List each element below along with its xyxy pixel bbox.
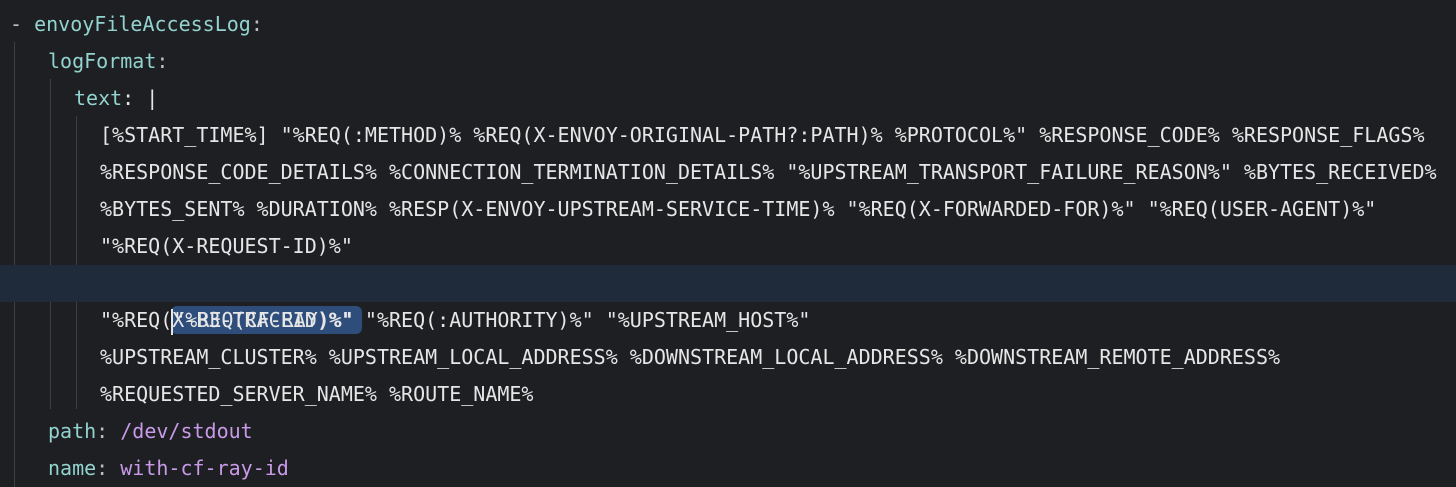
format-text-6: "%REQ(X-B3-TRACEID)%" "%REQ(:AUTHORITY)%… bbox=[100, 308, 811, 332]
indent-guide-level-3 bbox=[76, 116, 77, 409]
code-line-path[interactable]: path: /dev/stdout bbox=[0, 413, 1456, 450]
format-text-7: %UPSTREAM_CLUSTER% %UPSTREAM_LOCAL_ADDRE… bbox=[100, 345, 1281, 369]
key-text: text bbox=[74, 86, 123, 110]
colon: : bbox=[250, 12, 263, 36]
code-line-format-6[interactable]: "%REQ(X-B3-TRACEID)%" "%REQ(:AUTHORITY)%… bbox=[0, 302, 1456, 339]
list-dash: - bbox=[10, 12, 35, 36]
indent-guide-level-1 bbox=[14, 42, 15, 487]
code-line-format-1[interactable]: [%START_TIME%] "%REQ(:METHOD)% %REQ(X-EN… bbox=[0, 117, 1456, 154]
code-line-format-4[interactable]: "%REQ(X-REQUEST-ID)%" bbox=[0, 228, 1456, 265]
selected-text[interactable]: "%REQ(CF-RAY)%" bbox=[171, 306, 362, 335]
selected-text-content: "%REQ(CF-RAY)%" bbox=[173, 308, 354, 332]
code-line-format-8[interactable]: %REQUESTED_SERVER_NAME% %ROUTE_NAME% bbox=[0, 376, 1456, 413]
format-text-8: %REQUESTED_SERVER_NAME% %ROUTE_NAME% bbox=[100, 382, 534, 406]
key-path: path bbox=[48, 419, 97, 443]
code-line-format-3[interactable]: %BYTES_SENT% %DURATION% %RESP(X-ENVOY-UP… bbox=[0, 191, 1456, 228]
code-line-current[interactable]: "%REQ(CF-RAY)%" bbox=[0, 265, 1456, 335]
code-line-name[interactable]: name: with-cf-ray-id bbox=[0, 450, 1456, 487]
code-line-format-2[interactable]: %RESPONSE_CODE_DETAILS% %CONNECTION_TERM… bbox=[0, 154, 1456, 191]
name-value: with-cf-ray-id bbox=[120, 456, 289, 480]
colon: : bbox=[156, 49, 169, 73]
code-line-envoy-file-access-log[interactable]: - envoyFileAccessLog: bbox=[0, 6, 1456, 43]
format-text-4: "%REQ(X-REQUEST-ID)%" bbox=[100, 234, 353, 258]
key-envoy-file-access-log: envoyFileAccessLog bbox=[34, 12, 251, 36]
path-value: /dev/stdout bbox=[120, 419, 253, 443]
indent-guide-level-2 bbox=[50, 79, 51, 409]
format-text-1: [%START_TIME%] "%REQ(:METHOD)% %REQ(X-EN… bbox=[100, 123, 1425, 147]
format-text-2: %RESPONSE_CODE_DETAILS% %CONNECTION_TERM… bbox=[100, 160, 1437, 184]
colon: : bbox=[96, 456, 109, 480]
code-line-text[interactable]: text: | bbox=[0, 80, 1456, 117]
key-name: name bbox=[48, 456, 97, 480]
key-log-format: logFormat bbox=[48, 49, 157, 73]
code-line-log-format[interactable]: logFormat: bbox=[0, 43, 1456, 80]
colon: : bbox=[96, 419, 109, 443]
block-scalar-indicator: : | bbox=[122, 86, 159, 110]
code-line-format-7[interactable]: %UPSTREAM_CLUSTER% %UPSTREAM_LOCAL_ADDRE… bbox=[0, 339, 1456, 376]
text-caret bbox=[171, 308, 174, 335]
format-text-3: %BYTES_SENT% %DURATION% %RESP(X-ENVOY-UP… bbox=[100, 197, 1377, 221]
